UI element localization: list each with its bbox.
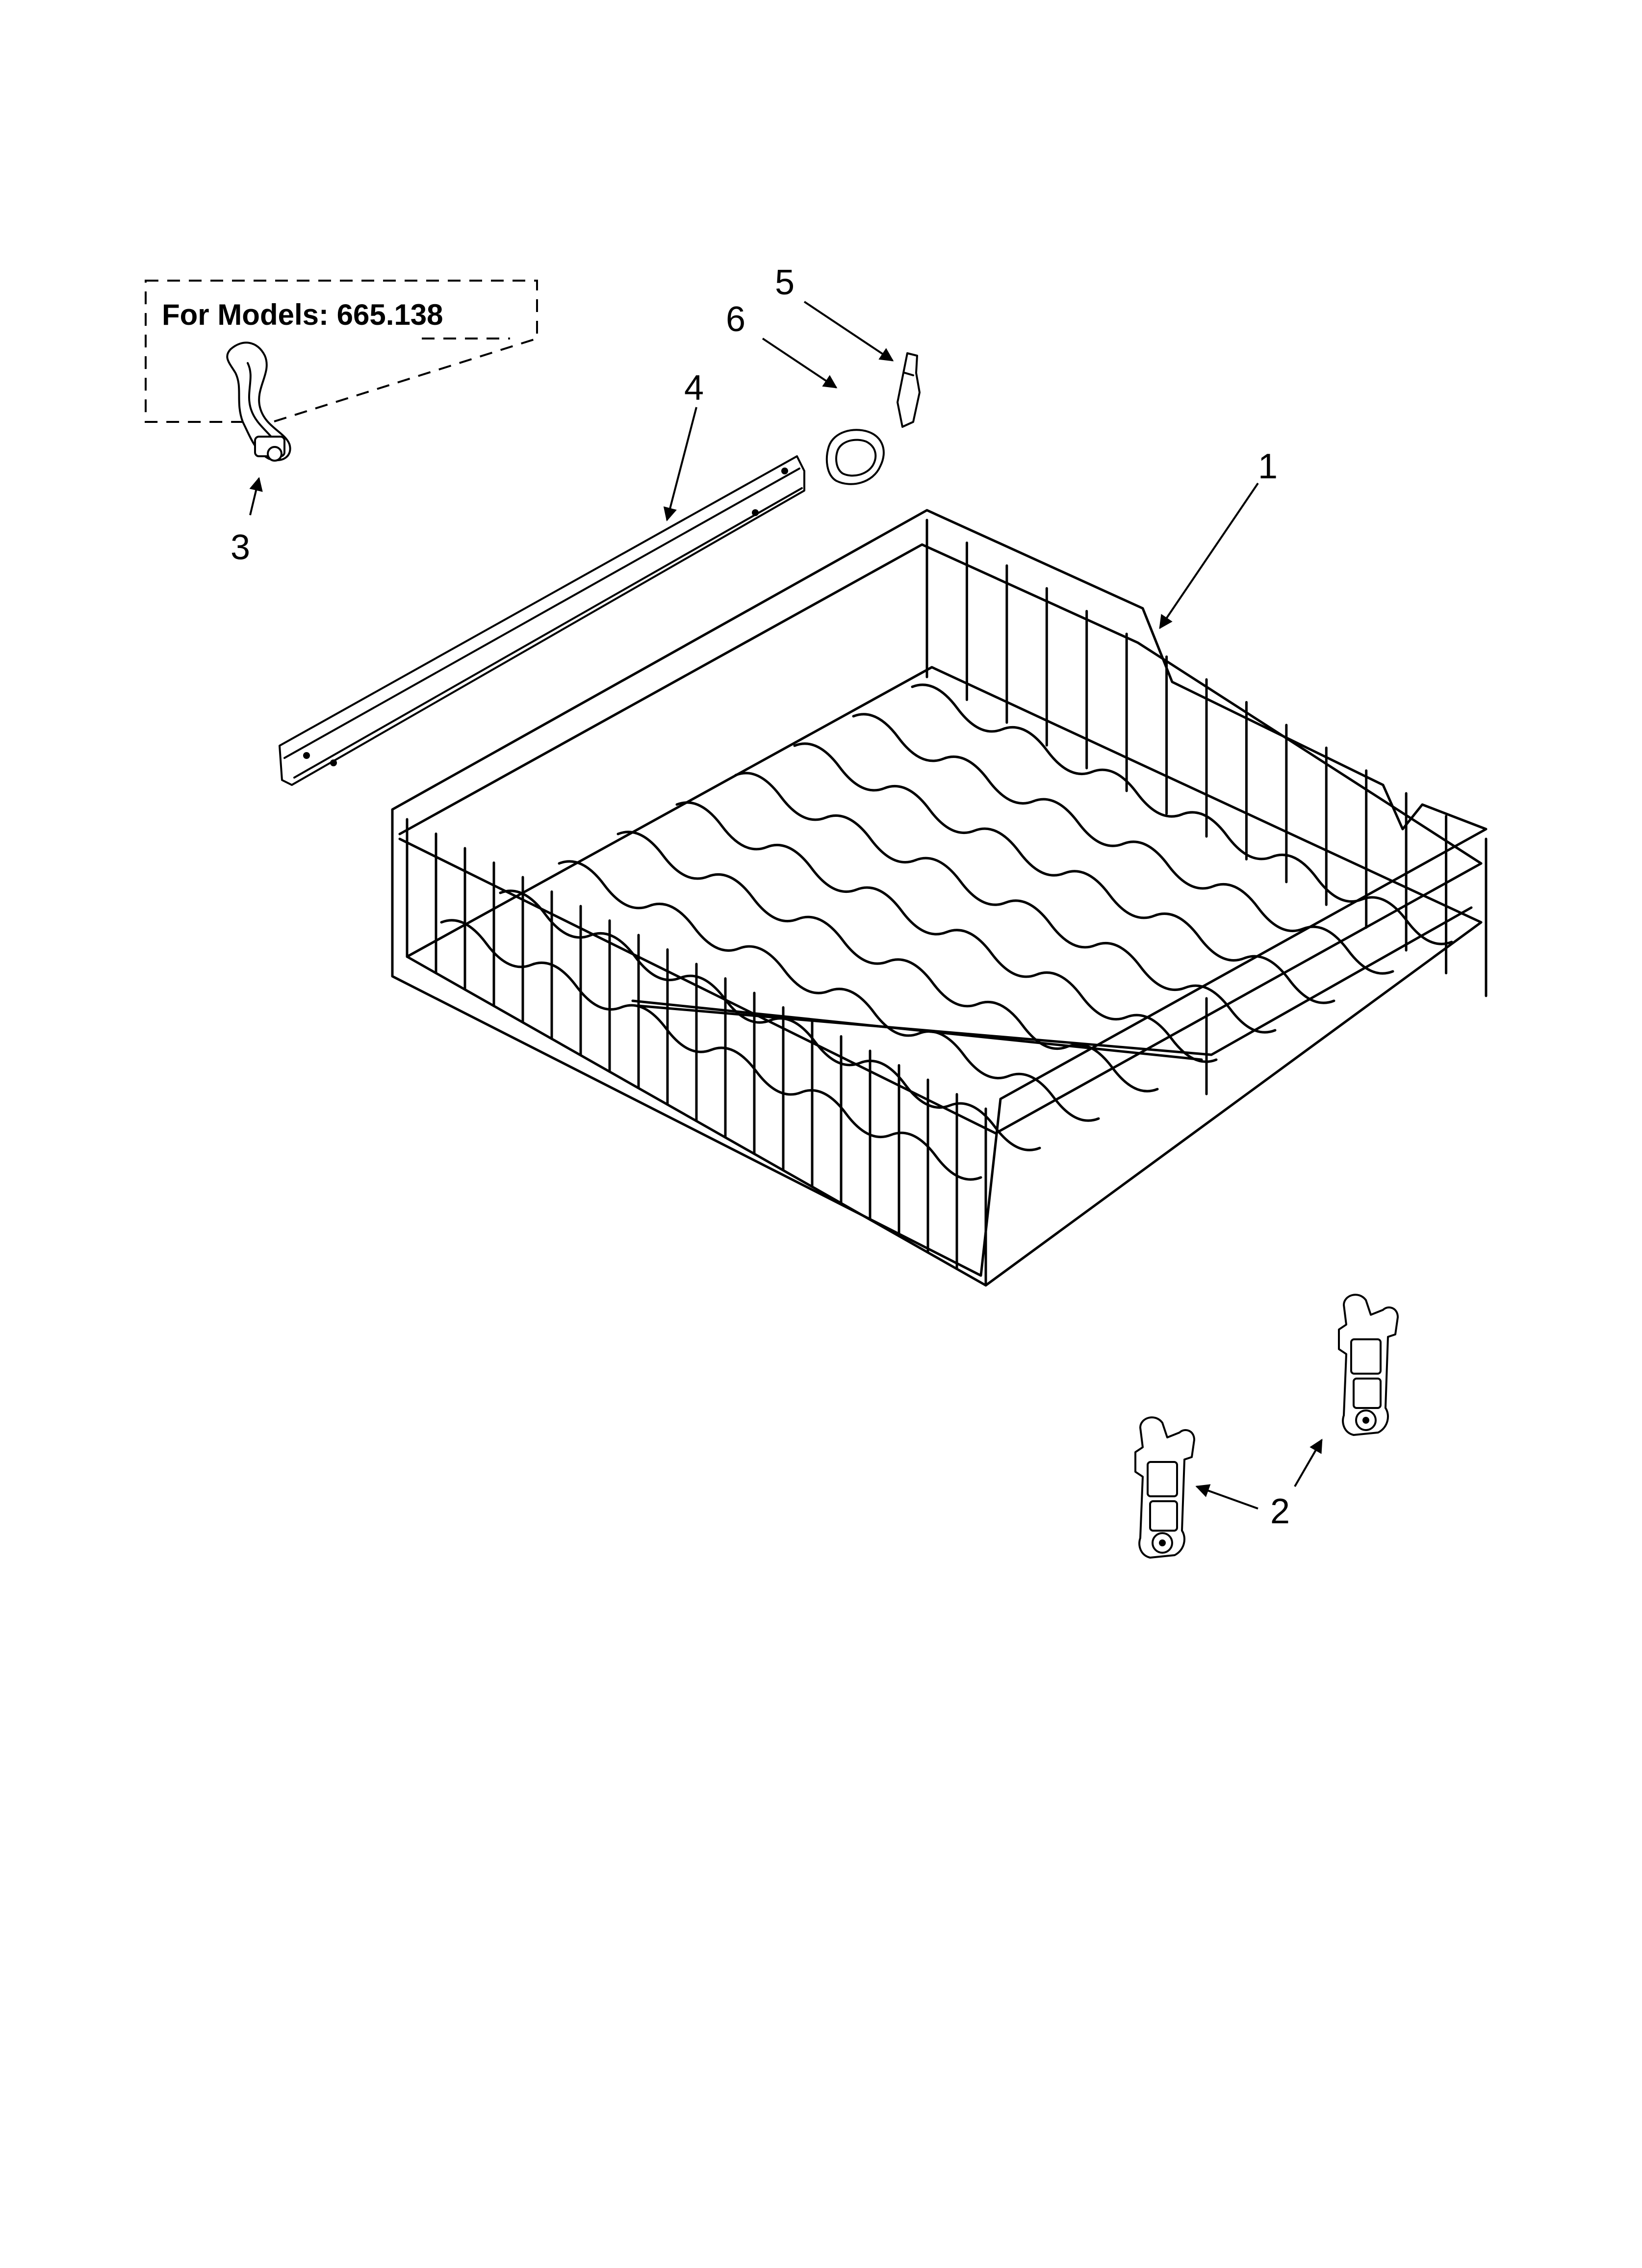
- leader-1: [1159, 482, 1259, 629]
- rack-tine-row: [675, 801, 1218, 1063]
- rack-tine-row: [911, 683, 1453, 945]
- rack-tine-row: [852, 713, 1394, 975]
- callout-1: 1: [1258, 447, 1278, 486]
- part-5-clip: [897, 352, 921, 428]
- inset-dashed-border: [145, 280, 538, 423]
- callout-3: 3: [231, 528, 250, 567]
- callout-6: 6: [726, 300, 745, 339]
- callout-4: 4: [684, 368, 704, 408]
- part-3-clip: [226, 341, 291, 462]
- callout-2: 2: [1270, 1492, 1290, 1531]
- part-2-roller-left: [1134, 1416, 1195, 1559]
- leader-3: [249, 477, 263, 516]
- part-2-roller-right: [1338, 1294, 1399, 1436]
- leader-4: [663, 407, 697, 521]
- leader-5: [803, 301, 894, 362]
- models-inset-box: For Models: 665.138 3: [145, 280, 538, 567]
- part-4-rail: [279, 455, 805, 786]
- rack-vertical-wires: [406, 519, 1488, 1287]
- rack-tine-row: [499, 889, 1041, 1151]
- rack-tine-rows: [440, 683, 1453, 1181]
- rack-tine-row: [793, 742, 1335, 1004]
- part-1-upper-rack: [391, 509, 1488, 1287]
- models-label: For Models: 665.138: [162, 298, 443, 331]
- rack-tine-row: [440, 919, 982, 1181]
- leader-2a: [1195, 1484, 1258, 1510]
- part-6-grommet: [825, 429, 885, 485]
- rack-tine-row: [734, 772, 1277, 1034]
- callout-5: 5: [775, 263, 795, 302]
- leader-6: [762, 338, 838, 389]
- leader-2b: [1294, 1438, 1323, 1487]
- rack-tine-row: [558, 860, 1100, 1122]
